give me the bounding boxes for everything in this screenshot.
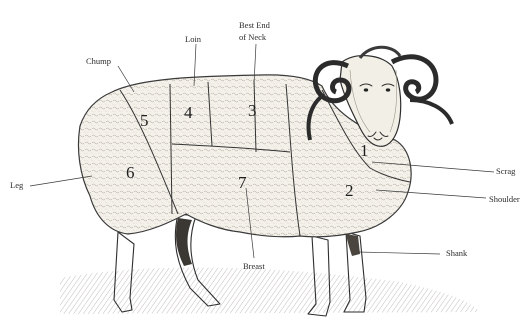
label-best-end-1: Best End bbox=[239, 20, 271, 30]
cut-number-7: 7 bbox=[238, 173, 247, 192]
cut-number-3: 3 bbox=[248, 101, 257, 120]
label-shank: Shank bbox=[446, 248, 468, 258]
label-shoulder: Shoulder bbox=[489, 194, 520, 204]
label-chump: Chump bbox=[86, 56, 111, 66]
cut-number-5: 5 bbox=[140, 111, 149, 130]
cut-number-1: 1 bbox=[360, 141, 369, 160]
cut-number-4: 4 bbox=[184, 103, 193, 122]
label-breast: Breast bbox=[243, 261, 265, 271]
label-best-end-2: of Neck bbox=[239, 32, 267, 42]
cut-number-6: 6 bbox=[126, 163, 135, 182]
cut-number-2: 2 bbox=[345, 181, 354, 200]
label-leg: Leg bbox=[10, 180, 24, 190]
label-loin: Loin bbox=[185, 34, 202, 44]
label-scrag: Scrag bbox=[496, 166, 516, 176]
ground-shadow bbox=[60, 267, 480, 314]
